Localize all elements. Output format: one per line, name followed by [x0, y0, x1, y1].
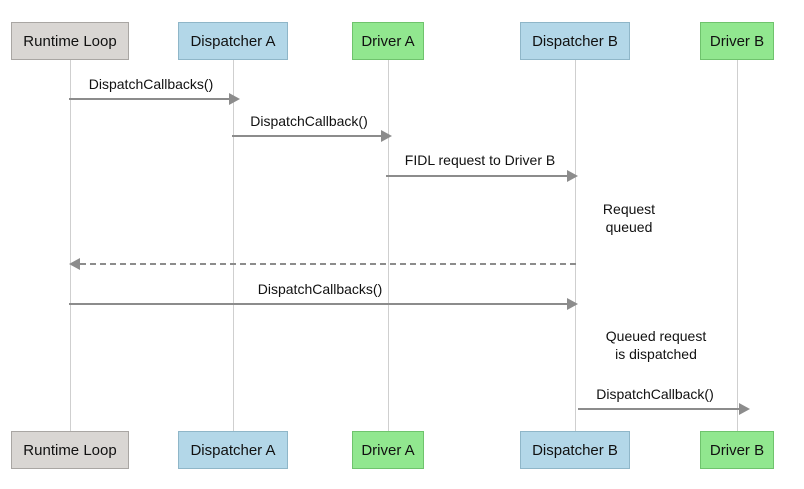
- arrowhead-right-icon: [567, 170, 578, 182]
- lifeline-driver-a: [388, 60, 389, 431]
- lifeline-runtime-loop: [70, 60, 71, 431]
- participant-footer-dispatcher-a[interactable]: Dispatcher A: [178, 431, 288, 469]
- lifeline-dispatcher-b: [575, 60, 576, 431]
- participant-label: Dispatcher A: [190, 32, 276, 50]
- participant-footer-dispatcher-b[interactable]: Dispatcher B: [520, 431, 630, 469]
- participant-label: Runtime Loop: [23, 441, 117, 459]
- arrowhead-right-icon: [739, 403, 750, 415]
- message-line: [578, 408, 739, 410]
- participant-label: Driver A: [361, 441, 415, 459]
- arrowhead-left-icon: [69, 258, 80, 270]
- participant-label: Dispatcher A: [190, 441, 276, 459]
- participant-label: Driver B: [709, 32, 765, 50]
- participant-label: Dispatcher B: [532, 441, 618, 459]
- message-label-dispatch-callbacks-2: DispatchCallbacks(): [256, 281, 384, 298]
- arrowhead-right-icon: [567, 298, 578, 310]
- participant-header-driver-a[interactable]: Driver A: [352, 22, 424, 60]
- note-line: Request: [602, 201, 656, 217]
- message-line: [386, 175, 567, 177]
- arrowhead-right-icon: [381, 130, 392, 142]
- message-label-dispatch-callback-2: DispatchCallback(): [595, 386, 715, 403]
- note-request-queued: Request queued: [601, 201, 657, 236]
- participant-footer-runtime-loop[interactable]: Runtime Loop: [11, 431, 129, 469]
- participant-header-runtime-loop[interactable]: Runtime Loop: [11, 22, 129, 60]
- participant-label: Driver B: [709, 441, 765, 459]
- message-line-dashed: [80, 263, 576, 265]
- participant-label: Dispatcher B: [532, 32, 618, 50]
- participant-header-dispatcher-b[interactable]: Dispatcher B: [520, 22, 630, 60]
- note-line: Queued request: [605, 328, 707, 344]
- message-line: [69, 98, 229, 100]
- note-line: queued: [605, 218, 653, 235]
- message-label-dispatch-callbacks-1: DispatchCallbacks(): [87, 76, 215, 93]
- note-line: is dispatched: [615, 345, 697, 362]
- note-queued-request-dispatched: Queued request is dispatched: [604, 328, 708, 363]
- arrowhead-right-icon: [229, 93, 240, 105]
- message-line: [69, 303, 567, 305]
- participant-header-driver-b[interactable]: Driver B: [700, 22, 774, 60]
- message-label-dispatch-callback-1: DispatchCallback(): [249, 113, 369, 130]
- participant-header-dispatcher-a[interactable]: Dispatcher A: [178, 22, 288, 60]
- lifeline-dispatcher-a: [233, 60, 234, 431]
- lifeline-driver-b: [737, 60, 738, 431]
- message-label-fidl-request: FIDL request to Driver B: [403, 152, 557, 169]
- participant-label: Runtime Loop: [23, 32, 117, 50]
- message-line: [232, 135, 381, 137]
- participant-footer-driver-b[interactable]: Driver B: [700, 431, 774, 469]
- participant-footer-driver-a[interactable]: Driver A: [352, 431, 424, 469]
- participant-label: Driver A: [361, 32, 415, 50]
